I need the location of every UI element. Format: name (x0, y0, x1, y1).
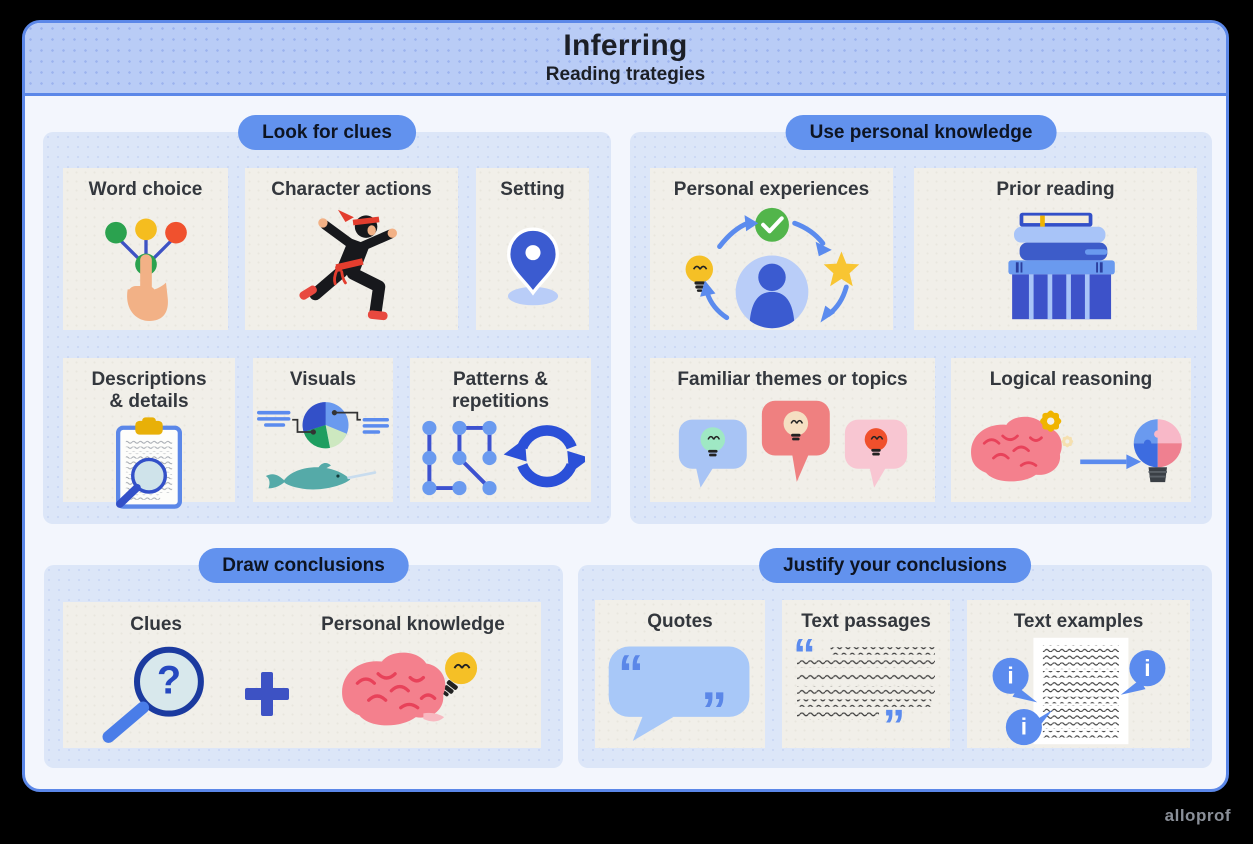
section-look-for-clues: Look for clues Word choice Character act… (43, 115, 611, 524)
logical-reasoning-icon (951, 391, 1191, 502)
card-title: Prior reading (996, 179, 1115, 200)
badge-use-personal-knowledge: Use personal knowledge (785, 115, 1057, 150)
card-title: Character actions (271, 179, 432, 200)
card-prior-reading: Prior reading (914, 168, 1197, 330)
card-character-actions: Character actions (245, 168, 458, 330)
info-bubble: i (992, 657, 1037, 703)
quotes-icon: “ ” (595, 633, 765, 748)
card-draw-conclusions: Clues ? Person (63, 602, 541, 748)
card-title: Patterns & repetitions (451, 369, 550, 413)
personal-experiences-icon (650, 201, 893, 330)
card-text-passages: Text passages “ ” (782, 600, 950, 748)
card-title: Personal experiences (673, 179, 870, 200)
descriptions-details-icon (63, 414, 235, 510)
page-title: Inferring (563, 29, 688, 63)
svg-text:”: ” (701, 681, 727, 739)
draw-conclusions-row: Clues ? Person (63, 602, 541, 748)
svg-text:i: i (1007, 662, 1013, 688)
card-title: Word choice (88, 179, 203, 200)
card-title: Setting (500, 179, 565, 200)
badge-draw-conclusions: Draw conclusions (198, 548, 409, 583)
card-quotes: Quotes “ ” (595, 600, 765, 748)
svg-text:“: “ (793, 636, 815, 680)
card-title: Visuals (289, 369, 357, 390)
visuals-icon (253, 391, 393, 502)
section-justify-conclusions: Justify your conclusions Quotes “ ” Text… (578, 548, 1212, 768)
section-use-personal-knowledge: Use personal knowledge Personal experien… (630, 115, 1212, 524)
svg-text:i: i (1144, 655, 1150, 681)
card-word-choice: Word choice (63, 168, 228, 330)
card-title: Descriptions & details (91, 369, 207, 413)
personal-knowledge-icon (332, 638, 494, 736)
text-passages-icon: “ ” (782, 633, 950, 748)
badge-look-for-clues: Look for clues (238, 115, 416, 150)
card-title: Quotes (647, 611, 713, 632)
card-title: Text examples (1013, 611, 1144, 632)
text-examples-icon: i i i (967, 633, 1190, 748)
word-choice-icon (63, 201, 228, 330)
card-title: Personal knowledge (321, 614, 505, 635)
setting-icon (476, 201, 589, 330)
badge-justify-conclusions: Justify your conclusions (759, 548, 1031, 583)
card-descriptions-details: Descriptions & details (63, 358, 235, 509)
card-patterns-repetitions: Patterns & repetitions (410, 358, 591, 502)
plus-icon (245, 672, 290, 716)
clues-icon: ? (93, 638, 219, 746)
card-setting: Setting (476, 168, 589, 330)
card-title: Logical reasoning (989, 369, 1153, 390)
card-text-examples: Text examples (967, 600, 1190, 748)
svg-text:i: i (1020, 713, 1026, 739)
info-bubble: i (1120, 649, 1165, 695)
familiar-themes-icon (650, 391, 935, 502)
header-band: Inferring Reading trategies (25, 23, 1226, 96)
card-title: Familiar themes or topics (677, 369, 908, 390)
patterns-repetitions-icon (410, 414, 591, 502)
card-personal-experiences: Personal experiences (650, 168, 893, 330)
info-bubble: i (1005, 708, 1052, 745)
svg-text:“: “ (618, 644, 644, 702)
card-visuals: Visuals (253, 358, 393, 502)
alloprof-logo: alloprof (1164, 806, 1231, 825)
section-draw-conclusions: Draw conclusions Clues ? (44, 548, 563, 768)
page-subtitle: Reading trategies (545, 63, 706, 85)
svg-text:?: ? (157, 659, 181, 703)
character-actions-icon (245, 201, 458, 330)
prior-reading-icon (914, 201, 1197, 330)
card-familiar-themes: Familiar themes or topics (650, 358, 935, 502)
main-panel: Inferring Reading trategies Look for clu… (22, 20, 1229, 792)
clues-group: Clues ? (93, 614, 219, 746)
card-logical-reasoning: Logical reasoning (951, 358, 1191, 502)
card-title: Text passages (801, 611, 931, 632)
svg-text:”: ” (883, 700, 905, 746)
card-title: Clues (130, 614, 182, 635)
personal-knowledge-group: Personal knowledge (315, 614, 511, 736)
